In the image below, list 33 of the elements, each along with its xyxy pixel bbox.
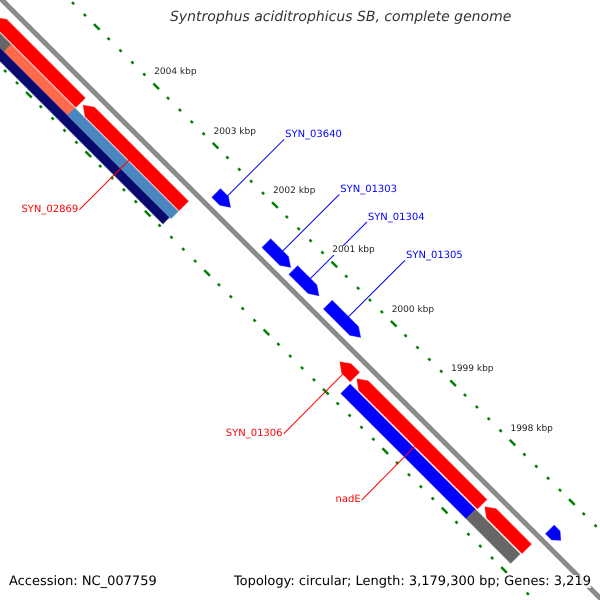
leader-line <box>227 138 285 196</box>
gene-feature <box>211 188 232 208</box>
scale-label: 1999 kbp <box>451 365 494 374</box>
gene-bar <box>466 508 521 564</box>
gene-feature <box>82 104 189 212</box>
gene-feature <box>484 506 532 554</box>
scale-label: 2001 kbp <box>332 246 375 256</box>
accession-text: Accession: NC_007759 <box>9 575 157 588</box>
scale-label: 1998 kbp <box>510 424 553 434</box>
leader-line <box>282 194 340 252</box>
gene-feature <box>288 265 320 296</box>
gene-feature <box>0 17 86 108</box>
genome-summary-text: Topology: circular; Length: 3,179,300 bp; Genes: 3,219 <box>234 575 591 588</box>
gene-label: SYN_02869 <box>21 204 78 215</box>
leader-line <box>78 160 130 210</box>
gene-bar <box>4 44 76 116</box>
scale-label: 2000 kbp <box>392 306 434 315</box>
scale-label: 2004 kbp <box>154 68 197 78</box>
gene-feature <box>545 524 562 541</box>
scale-label: 2003 kbp <box>214 128 256 137</box>
gene-label: nadE <box>336 495 361 506</box>
gene-feature <box>262 238 292 268</box>
leader-line <box>361 446 416 501</box>
title: Syntrophus aciditrophicus SB, complete genome <box>170 10 512 24</box>
gene-label: SYN_01303 <box>340 185 398 196</box>
gene-label: SYN_01306 <box>226 428 283 439</box>
gene-label: SYN_03640 <box>285 130 342 140</box>
leader-line <box>348 260 406 318</box>
leader-line <box>283 374 344 434</box>
scale-label: 2002 kbp <box>272 187 316 196</box>
gene-feature <box>323 300 362 338</box>
gene-label: SYN_01305 <box>406 251 463 262</box>
gene-label: SYN_01304 <box>368 213 425 224</box>
